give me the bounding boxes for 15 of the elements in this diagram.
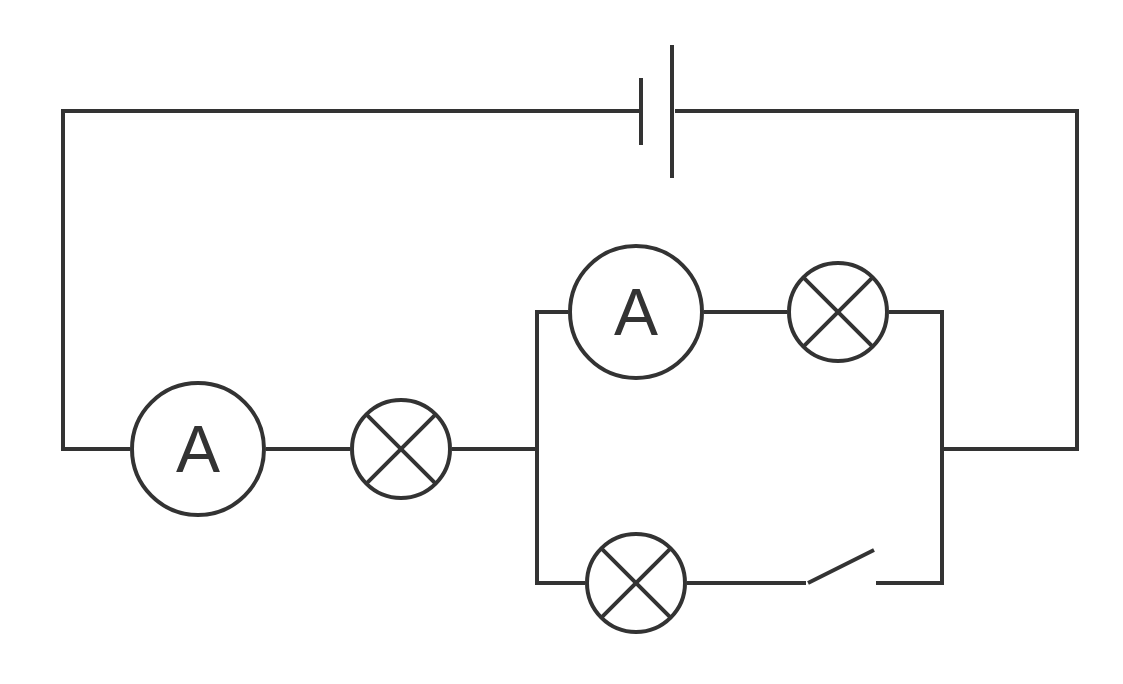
wire [266,447,350,451]
wire [675,109,1079,585]
lamp-symbol [787,261,889,363]
wire [687,581,806,585]
ammeter-symbol [130,381,266,517]
battery-symbol [639,43,675,180]
wire [452,447,585,585]
wire [704,310,787,314]
ammeter-label: A [614,279,658,345]
ammeter-symbol [568,244,704,380]
lamp-symbol [350,398,452,500]
switch-symbol [806,548,876,585]
lamp-symbol [585,532,687,634]
ammeter-label: A [176,416,220,482]
wire [61,109,639,451]
